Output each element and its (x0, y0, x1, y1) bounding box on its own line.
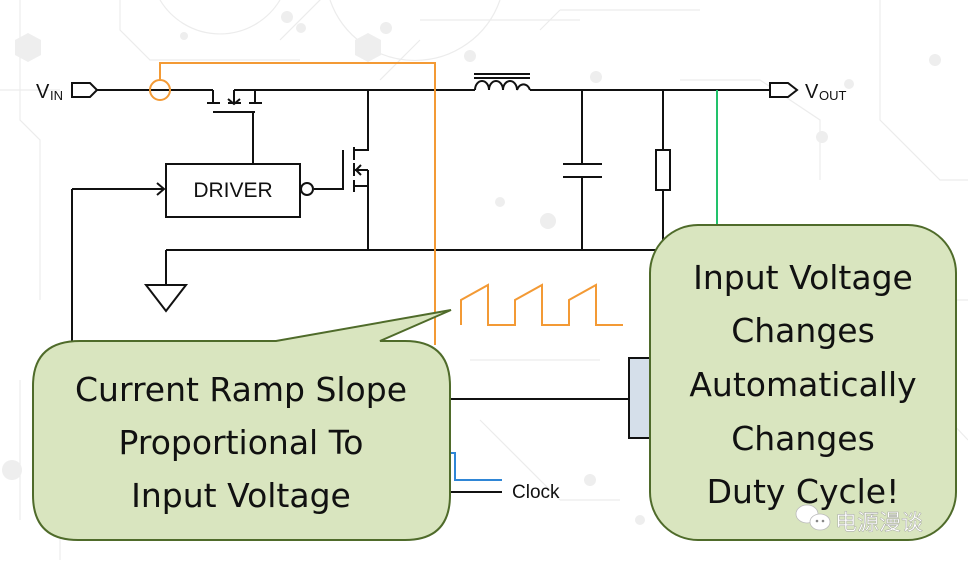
callout-left-line-2: Proportional To (119, 423, 364, 462)
callout-left-line-1: Current Ramp Slope (75, 370, 407, 409)
vin-label: V (36, 81, 50, 103)
vout-subscript: OUT (819, 88, 847, 103)
callout-left-line-3: Input Voltage (131, 476, 351, 515)
clock-signal-trace (450, 452, 502, 481)
ground-icon (143, 284, 189, 313)
callout-right: Input Voltage Changes Automatically Chan… (649, 224, 957, 541)
vout-label: V (805, 81, 819, 103)
background-dots (2, 11, 941, 525)
callout-left: Current Ramp Slope Proportional To Input… (32, 309, 452, 541)
vin-port: V IN (36, 81, 99, 103)
watermark: 电源漫谈 (795, 504, 923, 536)
circuit-wires (71, 89, 770, 493)
callout-right-line-5: Duty Cycle! (707, 472, 900, 511)
inductor (474, 73, 531, 91)
vin-subscript: IN (50, 88, 63, 103)
output-capacitor (563, 163, 602, 178)
high-side-mosfet (207, 90, 262, 115)
clock-label: Clock (512, 482, 560, 503)
watermark-text: 电源漫谈 (835, 511, 923, 536)
vout-port: V OUT (769, 81, 847, 103)
inverter-bubble-icon (300, 182, 314, 196)
current-sense-path (149, 62, 436, 345)
callout-right-line-1: Input Voltage (693, 258, 913, 297)
callout-right-line-4: Changes (731, 419, 875, 458)
driver-label: DRIVER (193, 179, 272, 202)
current-ramp-waveform (460, 283, 623, 326)
driver-block: DRIVER (156, 163, 314, 218)
driver-input-arrow-icon (156, 182, 166, 196)
callout-right-line-2: Changes (731, 311, 875, 350)
load-resistor (655, 149, 671, 191)
low-side-mosfet (342, 140, 369, 192)
wechat-icon (795, 504, 831, 531)
callout-right-line-3: Automatically (689, 365, 916, 404)
